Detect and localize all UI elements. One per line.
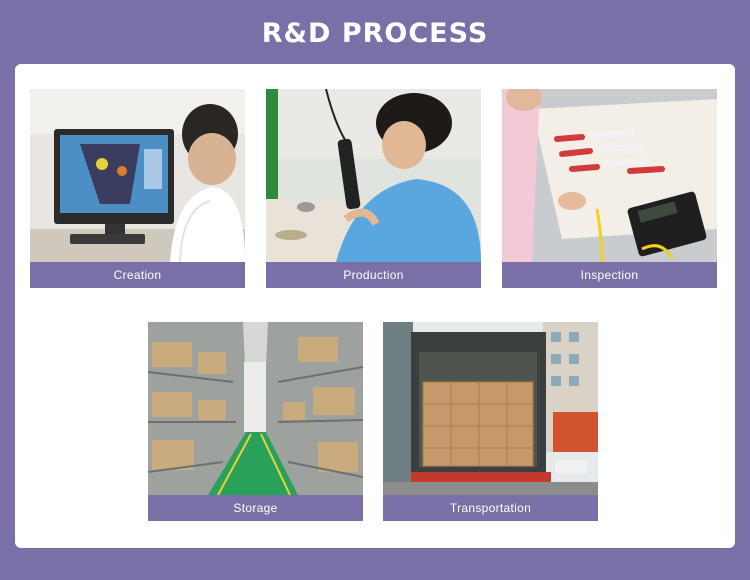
step-label: Storage xyxy=(148,495,363,521)
creation-photo xyxy=(30,89,245,262)
step-card-production: Production xyxy=(266,89,481,288)
step-label: Production xyxy=(266,262,481,288)
step-card-inspection: Inspection xyxy=(502,89,717,288)
step-label: Inspection xyxy=(502,262,717,288)
content-panel: Creation Production xyxy=(15,64,735,548)
step-label: Transportation xyxy=(383,495,598,521)
inspection-photo xyxy=(502,89,717,262)
step-card-creation: Creation xyxy=(30,89,245,288)
transportation-photo xyxy=(383,322,598,495)
page-title: R&D PROCESS xyxy=(261,18,489,49)
step-card-storage: Storage xyxy=(148,322,363,521)
production-photo xyxy=(266,89,481,262)
step-card-transportation: Transportation xyxy=(383,322,598,521)
step-label: Creation xyxy=(30,262,245,288)
storage-photo xyxy=(148,322,363,495)
